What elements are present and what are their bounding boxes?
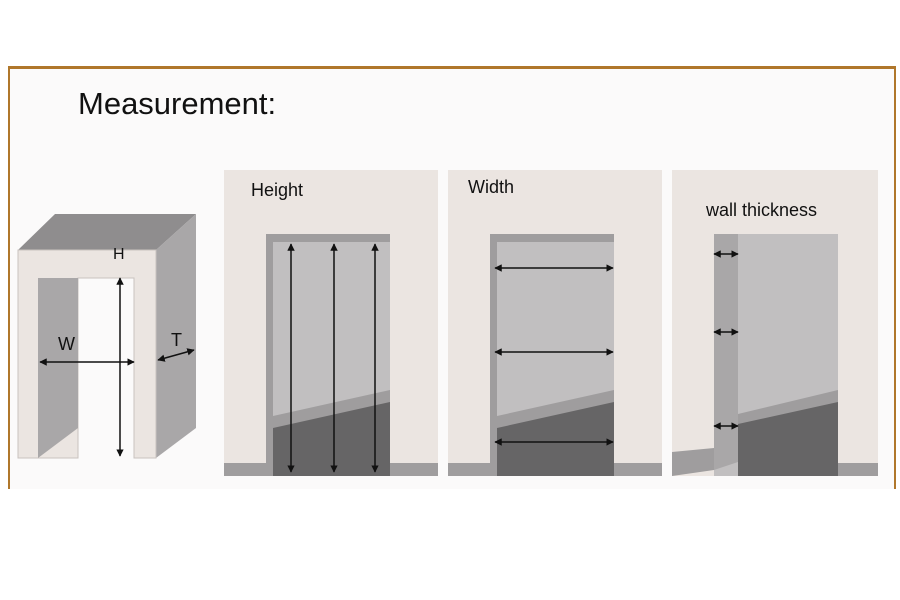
- width-panel-label: Width: [468, 177, 515, 197]
- page-title: Measurement:: [78, 86, 277, 121]
- thickness-letter-label: T: [171, 330, 182, 350]
- height-panel-label: Height: [251, 180, 304, 200]
- height-letter-label: H: [113, 246, 125, 263]
- wall-thickness-panel: [672, 170, 878, 476]
- width-letter-label: W: [58, 334, 75, 354]
- width-panel: [448, 170, 662, 476]
- height-panel: [224, 170, 438, 476]
- wall-thickness-panel-label: wall thickness: [706, 200, 818, 220]
- door-frame-3d: [17, 214, 196, 459]
